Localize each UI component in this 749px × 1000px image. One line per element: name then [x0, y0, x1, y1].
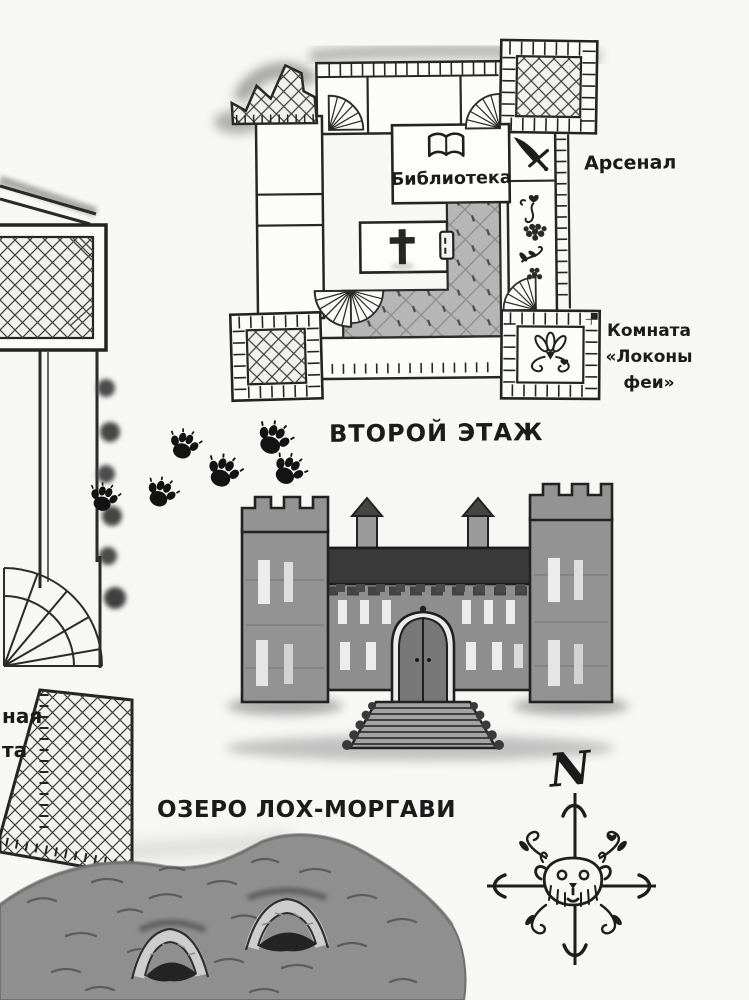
compass-vines: [519, 830, 627, 935]
castle-right-tower: [528, 482, 614, 704]
heart-vine-icon: [519, 194, 539, 224]
paw-print-icon: [164, 424, 206, 464]
partial-label-line-1: ная: [2, 704, 43, 728]
library-room-label: Библиотека: [390, 167, 512, 191]
lake-monster-eyes: [130, 887, 330, 982]
castle-staircase: [342, 700, 504, 750]
castle-main-building: [318, 546, 540, 750]
leaf-sprig-icon: [519, 245, 543, 263]
left-building-plan: [0, 184, 134, 877]
sword-icon: [513, 137, 550, 172]
tower-top-right: [498, 38, 599, 135]
lake: [0, 833, 467, 1000]
castle-entrance-door: [390, 605, 456, 704]
flourish-icon: [530, 331, 570, 373]
paw-print-icon: [140, 471, 184, 513]
flower-cluster-icon: [523, 223, 547, 241]
castle-upper-windows: [336, 584, 525, 592]
left-building-corridor: [38, 350, 126, 609]
paw-print-icon: [250, 414, 299, 461]
book-icon: [427, 132, 465, 158]
posy-icon: [527, 267, 543, 280]
fairy-locks-line-3: феи»: [623, 373, 675, 393]
roof-turrets: [349, 496, 496, 551]
left-eye: [130, 927, 210, 982]
fairy-locks-room: [499, 308, 602, 401]
left-building-lattice-wall: [0, 688, 134, 877]
castle-roof: [318, 546, 540, 586]
partial-label-line-2: та: [2, 738, 28, 762]
right-eye: [244, 897, 330, 952]
castle-illustration: [225, 482, 629, 761]
left-building-partial-label: ная та: [2, 699, 42, 767]
castle-window-slits: [338, 600, 523, 670]
compass-north-label: N: [546, 740, 594, 798]
door-icon: [439, 230, 455, 260]
left-building-arch-stairs: [3, 556, 103, 668]
chapel-room: [358, 220, 449, 274]
castle-left-tower: [240, 495, 330, 704]
lake-waves: [26, 857, 418, 994]
library-room: [390, 122, 512, 205]
fairy-locks-line-2: «Локоны: [605, 347, 693, 367]
left-building-tower: [0, 223, 108, 352]
plan-ruined-wall: [230, 63, 319, 126]
lake-label: ОЗЕРО ЛОХ-МОРГАВИ: [157, 797, 456, 823]
fairy-locks-room-label: Комната «Локоны феи»: [596, 318, 702, 396]
tower-bottom-left: [228, 310, 324, 403]
gray-hallway: [341, 201, 503, 339]
paw-print-icon: [201, 448, 248, 493]
paw-print-icon: [266, 446, 313, 492]
second-floor-plan: [228, 38, 602, 403]
compass-rose: [487, 793, 656, 965]
dog-face-icon: [534, 851, 612, 907]
fairy-locks-line-1: Комната: [606, 321, 691, 341]
cross-icon: [389, 229, 415, 270]
floor-plan-title: ВТОРОЙ ЭТАЖ: [328, 418, 544, 448]
arsenal-room-label: Арсенал: [583, 151, 677, 175]
